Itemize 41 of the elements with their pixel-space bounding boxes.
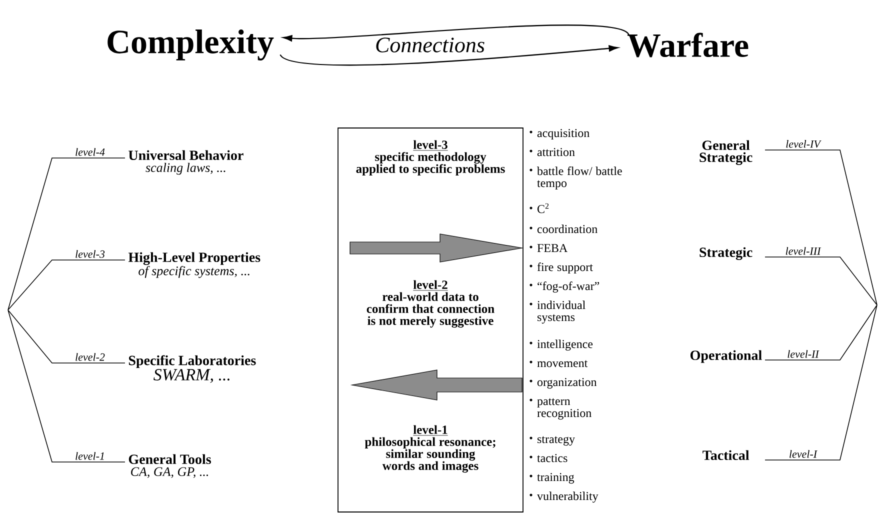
- list-item: FEBA: [530, 244, 568, 252]
- level-label: level-3: [76, 250, 105, 258]
- level-label: level-III: [786, 247, 822, 255]
- level-heading: Specific Laboratories SWARM, ...: [128, 355, 256, 383]
- list-item: fire support: [530, 262, 593, 274]
- list-item: acquisition: [530, 129, 590, 140]
- level-heading: Tactical: [702, 450, 750, 460]
- list-item: movement: [530, 360, 588, 368]
- list-item: training: [530, 473, 574, 484]
- list-item: strategy: [530, 436, 575, 446]
- level-label: level-1: [76, 452, 104, 460]
- list-item: coordination: [530, 224, 598, 234]
- list-item: C$^{2}$: [530, 203, 549, 214]
- list-item: attrition: [530, 148, 575, 156]
- level-heading: Strategic: [700, 247, 752, 260]
- level-label: level-2: [76, 353, 105, 361]
- level-heading: Operational: [690, 350, 762, 363]
- level-description: level-2 real-world data to confirm that connection is not merely suggestive: [366, 280, 494, 328]
- level-heading: Universal Behavior scaling laws, ...: [128, 150, 244, 175]
- level-label: level-4: [76, 148, 105, 156]
- level-heading: High-Level Properties of specific systems, ...: [128, 252, 260, 278]
- level-heading: General Tools CA, GA, GP, ...: [128, 454, 211, 478]
- loop-label: Connections: [376, 38, 484, 52]
- title-word: Complexity: [108, 30, 274, 60]
- level-heading: General Strategic: [700, 140, 752, 165]
- list-item: intelligence: [530, 340, 593, 351]
- arrow: [282, 24, 630, 42]
- list-item: vulnerability: [530, 492, 598, 503]
- level-label: level-II: [788, 350, 820, 358]
- list-item: battle flow/ battle tempo: [530, 166, 622, 190]
- arrow: [280, 45, 618, 66]
- list-item: pattern recognition: [530, 398, 592, 420]
- list-item: individual systems: [530, 300, 586, 324]
- level-description: level-3 specific methodology applied to specific problems: [356, 140, 505, 176]
- list-item: organization: [530, 378, 597, 389]
- list-item: tactics: [530, 454, 568, 462]
- level-label: level-I: [790, 450, 818, 458]
- level-label: level-IV: [786, 140, 822, 148]
- title-word: Warfare: [627, 32, 748, 58]
- level-description: level-1 philosophical resonance; similar sounding words and images: [364, 425, 496, 473]
- list-item: “fog-of-war”: [530, 282, 600, 293]
